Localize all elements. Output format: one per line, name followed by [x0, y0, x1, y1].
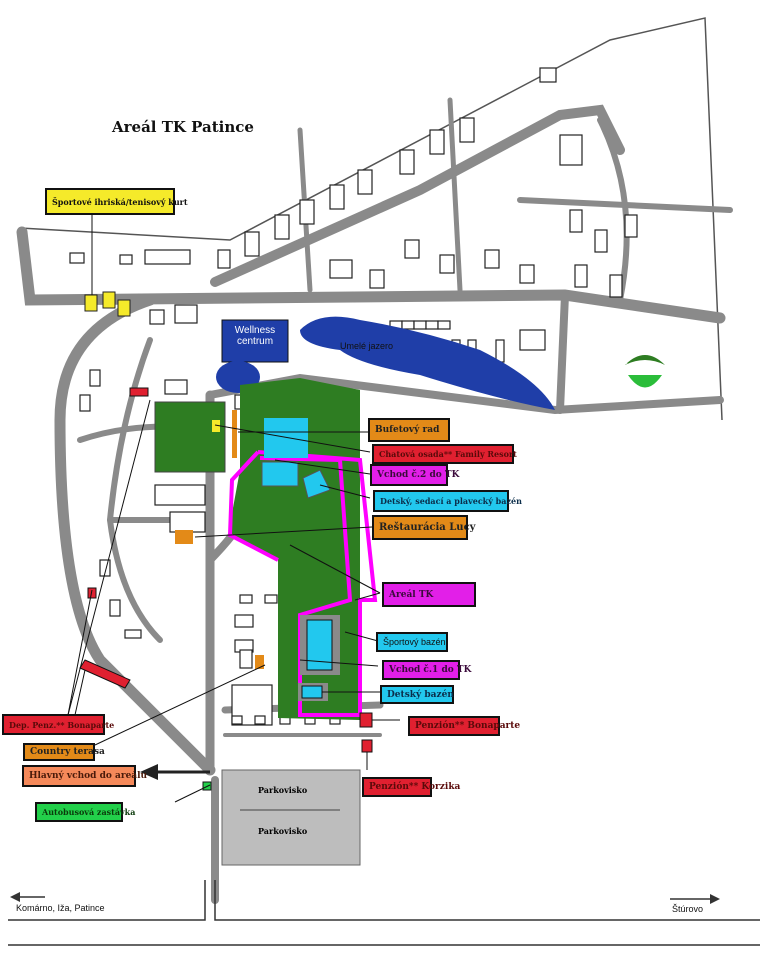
cinema-label: Letné kino [626, 363, 659, 370]
label-bus-stop[interactable]: Autobusová zastávka [35, 802, 135, 822]
penzion-korzika-building [361, 739, 373, 753]
label-dep-bonaparte[interactable]: Dep. Penz.** Bonaparte [2, 714, 114, 735]
label-entrance-2[interactable]: Vchod č.2 do TK [370, 464, 459, 486]
parking-lot [221, 769, 361, 866]
label-pools[interactable]: Detský, sedací a plavecký bazén [373, 490, 522, 512]
bottom-roads [8, 880, 760, 946]
cinema-shape [628, 375, 662, 388]
label-sports-courts[interactable]: Športové ihriská/tenisový kurt [45, 188, 188, 215]
buildings [69, 67, 638, 726]
dep-bonaparte-building [79, 659, 131, 689]
kids-pool [301, 685, 323, 699]
parking-label-2: Parkovisko [258, 826, 308, 836]
wellness-label: Wellness centrum [234, 325, 276, 347]
wellness-building [221, 319, 289, 363]
sports-courts [84, 291, 131, 317]
label-kids-pool[interactable]: Detský bazén [380, 685, 454, 704]
direction-east: Štúrovo [672, 904, 704, 914]
restaurant-building [175, 530, 193, 544]
pool-sitting [261, 461, 299, 487]
lake-label: Umelé jazero [340, 341, 394, 351]
label-restaurant[interactable]: Reštaurácia Lucy [372, 515, 475, 540]
pool-main [264, 418, 308, 458]
label-penzion-bonaparte[interactable]: Penzión** Bonaparte [408, 716, 520, 736]
pool-kids-top [302, 469, 331, 499]
parking-label-1: Parkovisko [258, 785, 308, 795]
label-family-resort[interactable]: Chatová osada** Family Resort [372, 444, 517, 464]
family-resort-area [154, 401, 226, 473]
area-outline [19, 17, 723, 421]
label-main-entrance[interactable]: Hlavný vchod do areálu [22, 765, 147, 787]
label-bufet[interactable]: Bufetový rad [368, 418, 450, 442]
label-country-terasa[interactable]: Country terasa [23, 743, 105, 761]
map-title: Areál TK Patince [112, 118, 254, 136]
tk-boundary [257, 450, 378, 717]
bufet-strip [232, 410, 237, 458]
pointer-lines [67, 215, 400, 803]
label-entrance-1[interactable]: Vchod č.1 do TK [382, 660, 471, 680]
label-sports-pool[interactable]: Športový bazén [376, 632, 448, 652]
label-areal-tk[interactable]: Areál TK [382, 582, 476, 607]
direction-west: Komárno, Iža, Patince [16, 903, 105, 913]
lake [300, 316, 555, 410]
label-penzion-korzika[interactable]: Penzión** Korzika [362, 777, 460, 797]
penzion-bonaparte-building [359, 712, 373, 728]
country-terasa-building [255, 655, 264, 669]
